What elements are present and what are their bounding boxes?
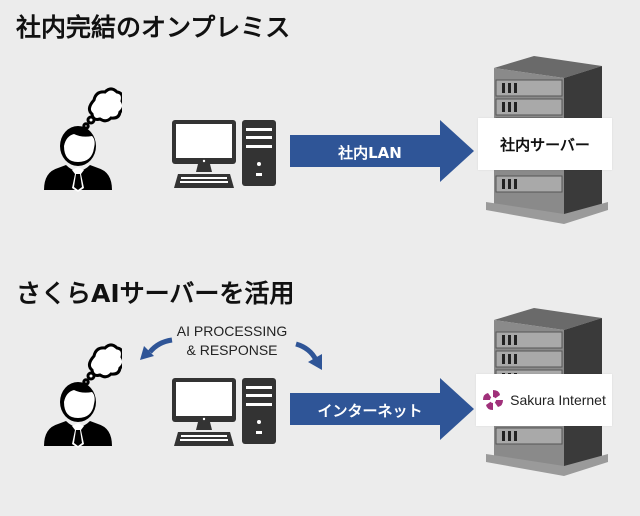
internet-arrow: [290, 378, 474, 440]
curved-arrow-right-icon: [295, 341, 322, 370]
desktop-computer-icon: [172, 120, 276, 188]
ai-processing-label: AI PROCESSING & RESPONSE: [172, 322, 292, 360]
section-title-onpremise: 社内完結のオンプレミス: [16, 13, 291, 42]
lan-arrow: [290, 120, 474, 182]
thinking-user-icon-2: [44, 343, 122, 448]
onpremise-server-label-box: 社内サーバー: [478, 118, 612, 170]
ai-processing-label-line2: & RESPONSE: [186, 342, 278, 358]
sakura-logo-icon: [483, 390, 504, 410]
sakura-server-label-box: Sakura Internet: [476, 374, 612, 426]
curved-arrow-left-icon: [140, 337, 173, 360]
section-title-sakura-ai: さくらAIサーバーを活用: [16, 279, 295, 308]
ai-processing-label-line1: AI PROCESSING: [176, 323, 288, 339]
internet-arrow-label: インターネット: [317, 402, 423, 420]
sakura-logo-text: Sakura Internet: [510, 392, 606, 408]
desktop-computer-icon-2: [172, 378, 276, 446]
onpremise-server-label: 社内サーバー: [500, 135, 590, 154]
thinking-user-icon: [44, 87, 122, 192]
lan-arrow-label: 社内LAN: [338, 144, 402, 162]
